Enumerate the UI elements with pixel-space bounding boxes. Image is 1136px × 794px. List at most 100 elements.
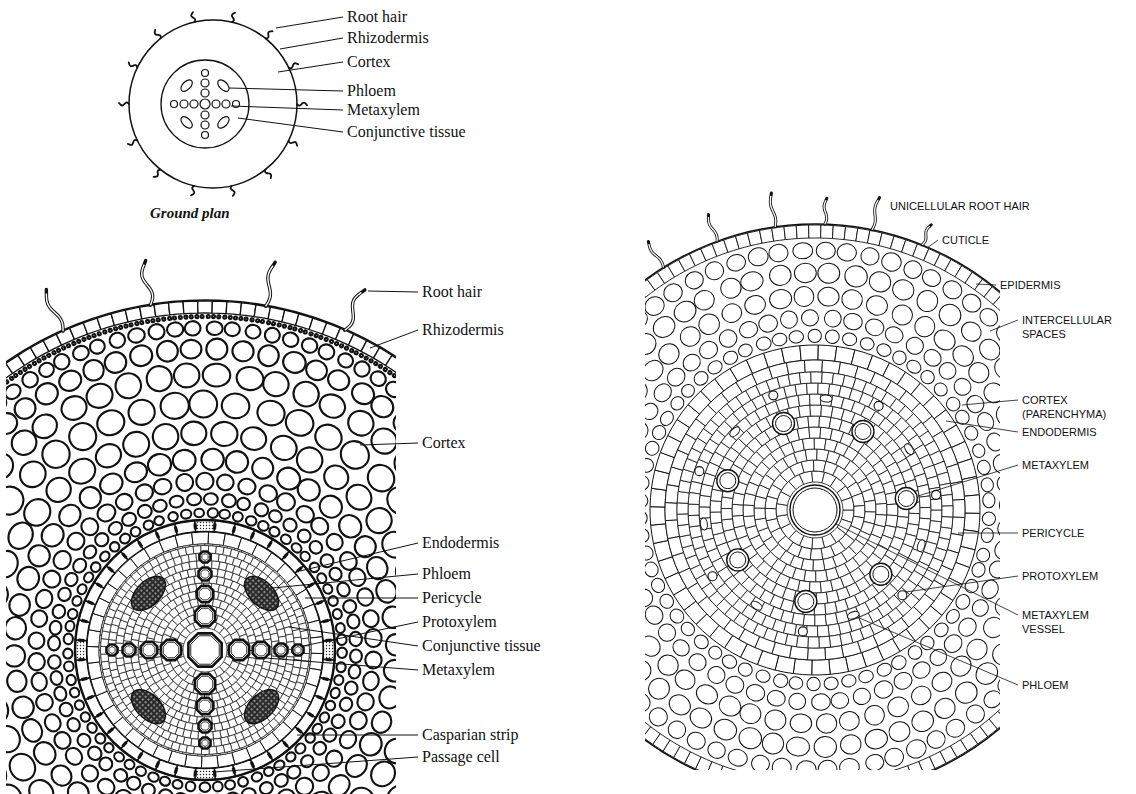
cortex-cell [687, 704, 716, 732]
cortex-cell [726, 747, 749, 768]
cortex-cell [350, 349, 354, 353]
cortex-cell [691, 287, 718, 313]
cortex-cell [766, 689, 787, 708]
cortex-cell [69, 686, 81, 698]
cortex-cell [993, 401, 1000, 430]
cortex-cell [56, 367, 85, 395]
conjunctive-cell [99, 642, 101, 650]
conjunctive-cell [189, 561, 197, 569]
stele-cell [812, 537, 825, 549]
root-hair-outline [191, 12, 195, 22]
epidermis-cell [896, 766, 912, 770]
cortex-cell [373, 577, 396, 605]
cortex-cell [145, 364, 174, 393]
cortex-cell [808, 329, 821, 342]
conjunctive-cell [242, 551, 250, 555]
cortex-cell [204, 493, 218, 505]
xylem-vessel-wall [141, 642, 158, 659]
xylem-vessel-lumen [163, 642, 179, 658]
casparian-strip [82, 620, 88, 621]
root-surface [6, 300, 396, 794]
cortex-cell [716, 693, 744, 720]
conjunctive-cell [190, 753, 198, 755]
cortex-cell [96, 470, 126, 499]
root-hair-outline [297, 103, 307, 106]
rhizodermis-cell [212, 301, 227, 314]
cortex-cell [645, 439, 661, 457]
casparian-strip [123, 742, 127, 747]
stele-cell [798, 394, 810, 406]
root-hair-outline [128, 140, 137, 145]
cortex-cell [350, 649, 362, 663]
stele-cell [876, 503, 887, 515]
cortex-cell [73, 699, 85, 711]
phloem-patch [238, 570, 285, 617]
cortex-cell [355, 691, 376, 712]
cortex-cell [811, 694, 830, 711]
cortex-cell [788, 676, 803, 690]
cortex-cell [329, 687, 341, 700]
cortex-cell [359, 353, 363, 357]
rhizodermis-cell [240, 303, 256, 317]
cortex-cell [237, 776, 249, 788]
cortex-cell [64, 661, 75, 672]
cortex-cell [10, 694, 37, 721]
cortex-cell [382, 482, 396, 520]
cortex-cell [62, 346, 66, 350]
cortex-cell [48, 636, 61, 651]
cortex-cell [883, 324, 906, 346]
phloem-strand [216, 78, 232, 94]
cortex-cell [329, 712, 347, 730]
pericycle-cell [822, 360, 841, 374]
cortex-cell [836, 243, 857, 262]
cortex-cell [92, 334, 96, 338]
root-hair-outline [289, 63, 298, 68]
cortex-cell [771, 332, 788, 347]
conjunctive-cell [103, 613, 107, 621]
cortex-cell [281, 516, 299, 534]
cortex-cell [665, 691, 694, 719]
cortex-cell [156, 340, 179, 363]
cortex-cell [292, 774, 316, 794]
cortex-cell [645, 475, 650, 490]
cortex-cell [931, 694, 959, 722]
cortex-cell [239, 425, 269, 453]
cortex-cell [737, 342, 755, 359]
sector-section-figure [645, 224, 1000, 770]
root-hair-outline [155, 30, 161, 38]
cortex-cell [867, 269, 893, 294]
cortex-cell [838, 710, 861, 732]
stele-cell [765, 508, 777, 520]
cortex-cell [962, 424, 980, 442]
cortex-cell [184, 316, 187, 319]
cortex-cell [65, 716, 82, 734]
conjunctive-cell [148, 557, 155, 562]
cortex-cell [841, 332, 858, 347]
cortex-cell [980, 613, 1000, 641]
conjunctive-cell [190, 544, 198, 546]
cortex-cell [27, 364, 31, 368]
cortex-cell [6, 755, 11, 794]
cortex-cell [862, 703, 886, 727]
cortex-cell [257, 483, 280, 505]
conjunctive-cell [297, 599, 302, 606]
endodermis-inner-wall [87, 532, 323, 768]
stele-cell [908, 513, 920, 525]
cortex-cell [366, 423, 396, 458]
cortex-cell [64, 418, 101, 455]
conjunctive-cell [116, 706, 122, 713]
pericycle-cell-ring [665, 360, 965, 660]
cortex-cell [87, 335, 91, 339]
cortex-cell [49, 620, 62, 635]
root-hair-lumen [46, 293, 63, 331]
cortex-cell [187, 493, 202, 506]
stele-cell [808, 416, 820, 427]
cortex-cell [272, 322, 276, 326]
conjunctive-cell [284, 713, 290, 720]
epidermis-cell-ring [645, 225, 1000, 770]
epidermis-cell [772, 227, 786, 241]
cortex-cell [990, 353, 1000, 383]
stele-cell [810, 549, 823, 560]
cortex-cell [346, 566, 368, 589]
cortex-cell [719, 301, 744, 326]
